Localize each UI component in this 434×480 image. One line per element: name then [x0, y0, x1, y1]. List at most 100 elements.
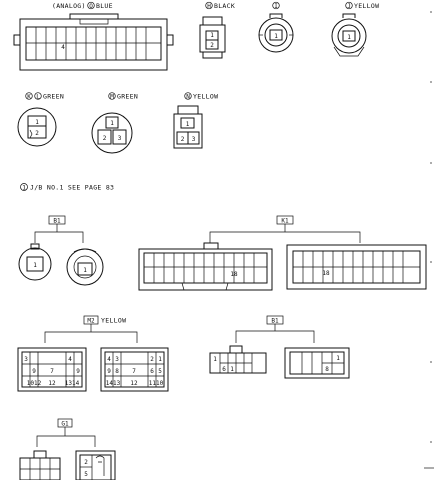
pin-m2l-7: 7 [50, 368, 54, 375]
connector-b1-left: 1 [18, 243, 52, 281]
connector-g1-left [19, 450, 61, 480]
bracket-m2 [44, 324, 138, 343]
pin-n-1: 1 [186, 121, 190, 128]
pin-m2r-6: 6 [150, 368, 154, 375]
code-n: N [186, 93, 190, 100]
pin-m2l-1314: 1314 [65, 380, 80, 387]
pin-m2r-12: 12 [130, 380, 138, 387]
code-circle-k [25, 92, 33, 100]
pin-n-3: 3 [192, 136, 196, 143]
pin-m2r-5: 5 [158, 368, 162, 375]
pin-m2l-9b: 9 [76, 368, 80, 375]
bracket-b1b [235, 324, 315, 343]
label-analog: (ANALOG) [52, 2, 86, 10]
pin-kl-2: 2 [35, 130, 39, 137]
pin-m2r-3: 3 [115, 356, 119, 363]
bracket-k1 [209, 224, 361, 243]
scan-edge-marks [424, 11, 434, 469]
code-circle-m [108, 92, 116, 100]
tag-k1: K1 [281, 218, 289, 225]
bracket-g1 [36, 427, 96, 447]
connector-j-yellow: 1 [331, 13, 367, 57]
code-i: I [274, 3, 278, 10]
pin-m-2: 2 [103, 135, 107, 142]
connector-b1b-right: 1 8 [284, 347, 350, 379]
pin-m-3: 3 [118, 135, 122, 142]
label-black: BLACK [214, 2, 235, 10]
bracket-b1 [34, 224, 84, 243]
label-yellow-n: YELLOW [193, 93, 218, 101]
pin-j-1: 1 [347, 34, 351, 41]
pin-m2l-4: 4 [68, 356, 72, 363]
pin-b1br-8: 8 [325, 366, 329, 373]
connector-b1b-left: 1 6 1 [209, 345, 267, 374]
pin-b1l-1: 1 [33, 262, 37, 269]
code-circle-n [184, 92, 192, 100]
label-yellow-m2: YELLOW [101, 317, 126, 325]
pin-i-1: 1 [274, 33, 278, 40]
connector-b1-right: 1 [66, 248, 104, 286]
label-yellow-j: YELLOW [354, 2, 379, 10]
pin-m2r-2: 2 [150, 356, 154, 363]
pin-n-2: 2 [181, 136, 185, 143]
code-j: J [347, 3, 351, 10]
pin-b1br-1: 1 [336, 355, 340, 362]
label-blue: BLUE [96, 2, 113, 10]
code-m: M [110, 93, 114, 100]
connector-g1-right: 2 5 [75, 450, 116, 480]
pin-b1b-1b: 1 [230, 366, 234, 373]
pin-m2r-4: 4 [107, 356, 111, 363]
pin-m2l-1012: 1012 [27, 380, 42, 387]
pin-m2l-9: 9 [32, 368, 36, 375]
pin-m-1: 1 [110, 120, 114, 127]
connector-n-yellow: 1 2 3 [173, 105, 203, 149]
connector-k1-right: 18 [286, 244, 427, 290]
pin-m2r-7: 7 [132, 368, 136, 375]
code-l: L [36, 93, 40, 100]
code-circle-jb [20, 183, 28, 191]
tag-b1b: B1 [271, 318, 279, 325]
code-k: K [27, 93, 31, 100]
tag-g1: G1 [61, 421, 69, 428]
pin-k1l-18: 18 [230, 271, 238, 278]
pin-h-2: 2 [210, 42, 214, 49]
pin-m2r-1413: 1413 [106, 380, 121, 387]
pin-g1r-2: 2 [84, 459, 88, 466]
pin-g1r-5: 5 [84, 471, 88, 478]
pin-m2r-8: 8 [115, 368, 119, 375]
code-circle-j [345, 1, 353, 10]
pin-b1b-6: 6 [222, 366, 226, 373]
label-green-kl: GREEN [43, 93, 64, 101]
code-circle-i [272, 1, 280, 10]
label-green-m: GREEN [117, 93, 138, 101]
pin-kl-1: 1 [35, 119, 39, 126]
pin-b1b-1: 1 [213, 356, 217, 363]
pin-h-1: 1 [210, 32, 214, 39]
code-circle-h [205, 1, 213, 10]
pin-m2r-1110: 1110 [149, 380, 164, 387]
pin-k1r-18: 18 [322, 270, 330, 277]
pin-o-4: 4 [61, 44, 65, 51]
pin-m2l-12: 12 [48, 380, 56, 387]
code-h: H [207, 3, 211, 10]
pin-m2r-1: 1 [158, 356, 162, 363]
pin-m2l-3a: 3 [24, 356, 28, 363]
code-circle-o [87, 1, 95, 10]
connector-m2-right: 4 3 2 1 9 8 7 6 5 1413 12 1110 [100, 347, 169, 392]
tag-m2: M2 [87, 318, 95, 325]
connector-m2-left: 3 9 7 4 9 1012 12 1314 [17, 347, 87, 392]
code-circle-l [34, 92, 42, 100]
connector-h-black: 1 2 [199, 16, 226, 59]
pin-m2r-9: 9 [107, 368, 111, 375]
connector-k1-left: 18 [138, 242, 273, 291]
connector-m-green: 1 2 3 [91, 112, 133, 154]
connector-o-analog: 4 [13, 13, 174, 71]
code-o: O [89, 3, 93, 10]
code-jb: 1 [22, 184, 26, 191]
pin-b1r-1: 1 [83, 267, 87, 274]
connector-kl-green: 1 2 [17, 107, 57, 147]
connector-i: 1 [258, 13, 294, 53]
tag-b1: B1 [53, 218, 61, 225]
jb-note: J/B NO.1 SEE PAGE 83 [30, 184, 114, 192]
